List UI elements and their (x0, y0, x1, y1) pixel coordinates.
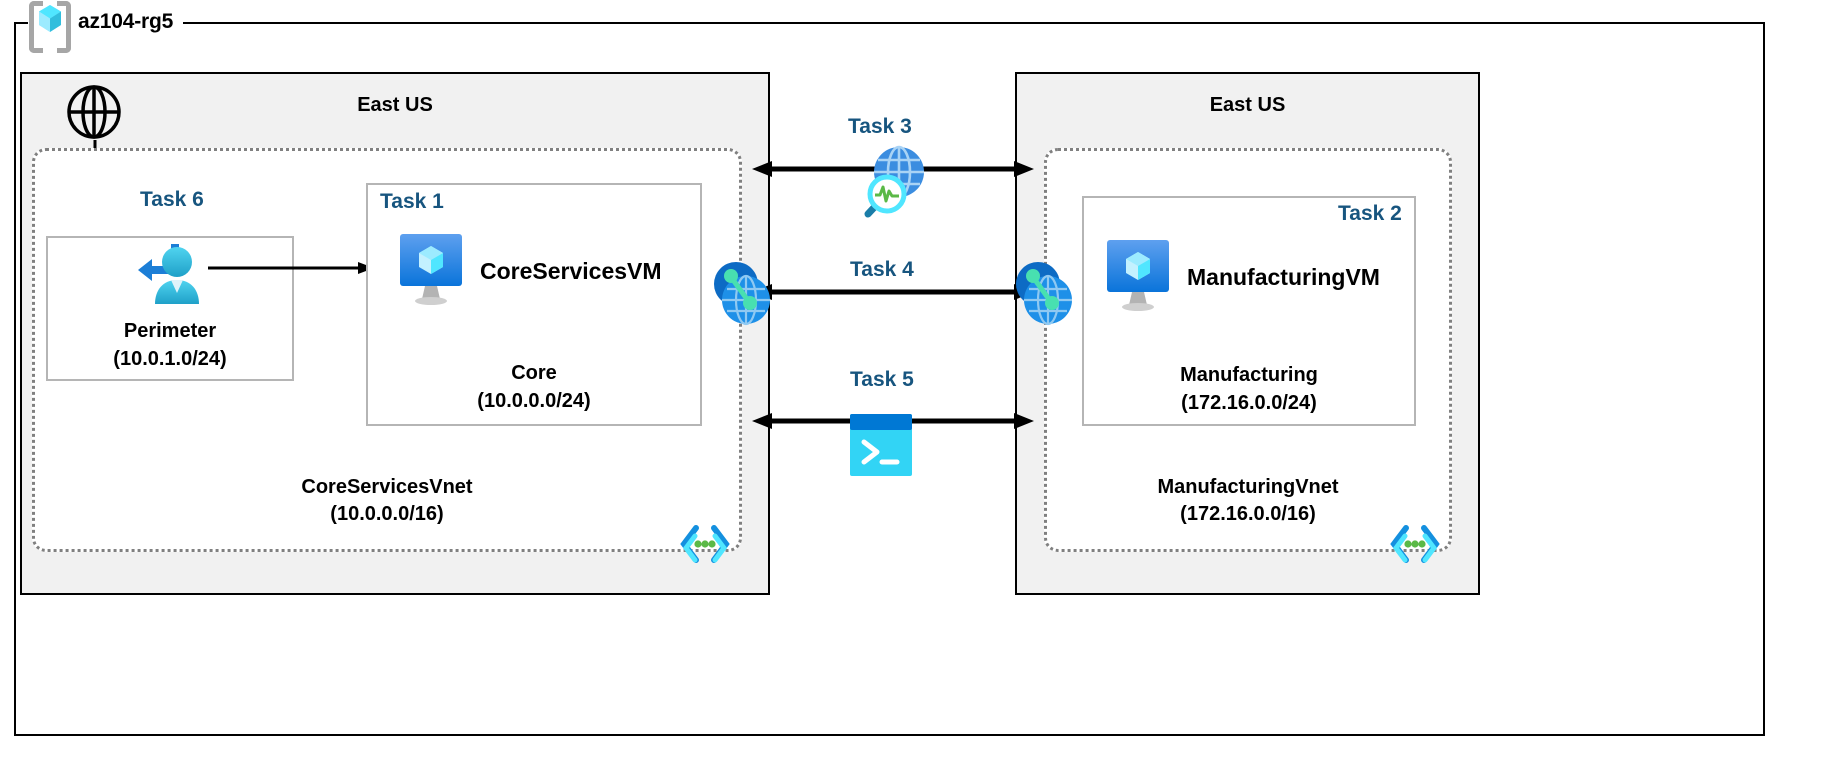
subnet-core-cidr: (10.0.0.0/24) (477, 389, 591, 412)
resource-group-icon (28, 0, 72, 53)
task-label-3: Task 3 (848, 115, 912, 138)
cloud-shell-icon (850, 414, 912, 476)
vm-manufacturing-name: ManufacturingVM (1187, 264, 1380, 290)
arrow-bastion-to-vm (208, 260, 374, 276)
task-label-5: Task 5 (850, 368, 914, 391)
vnet-manufacturing-caption: ManufacturingVnet (172.16.0.0/16) (1044, 474, 1452, 528)
resource-group-header: az104-rg5 (28, 0, 184, 53)
vnet-coreservices-caption: CoreServicesVnet (10.0.0.0/16) (32, 474, 742, 528)
subnet-core (366, 183, 702, 426)
task-label-1: Task 1 (380, 190, 444, 213)
subnet-core-name: Core (511, 362, 557, 384)
task-label-2: Task 2 (1338, 202, 1402, 225)
subnet-manufacturing-cidr: (172.16.0.0/24) (1181, 391, 1317, 414)
network-watcher-icon (855, 144, 927, 220)
bastion-icon (130, 240, 208, 314)
subnet-core-caption: Core (10.0.0.0/24) (366, 360, 702, 415)
virtual-network-icon (678, 524, 732, 564)
vm-coreservices-name: CoreServicesVM (480, 258, 662, 284)
virtual-machine-icon (1105, 238, 1171, 317)
task-label-6: Task 6 (140, 188, 204, 211)
resource-group-name: az104-rg5 (78, 10, 174, 33)
vnet-manufacturing-name: ManufacturingVnet (1157, 476, 1339, 498)
vm-coreservices: CoreServicesVM (398, 232, 662, 311)
virtual-network-icon (1388, 524, 1442, 564)
subnet-perimeter-cidr: (10.0.1.0/24) (113, 347, 227, 370)
vnet-peering-icon (1014, 258, 1076, 330)
vnet-coreservices-cidr: (10.0.0.0/16) (330, 503, 444, 525)
task-label-4: Task 4 (850, 258, 914, 281)
subnet-perimeter-caption: Perimeter (10.0.1.0/24) (46, 318, 294, 373)
subnet-manufacturing-name: Manufacturing (1180, 364, 1318, 386)
arrow-task4 (752, 283, 1034, 301)
internet-globe-icon (66, 84, 122, 140)
virtual-machine-icon (398, 232, 464, 311)
resource-group-frame (14, 22, 1765, 736)
vm-manufacturing: ManufacturingVM (1105, 238, 1380, 317)
vnet-manufacturing-cidr: (172.16.0.0/16) (1180, 503, 1316, 525)
vnet-peering-icon (712, 258, 774, 330)
region-label-right: East US (1209, 94, 1286, 116)
subnet-perimeter-name: Perimeter (123, 320, 217, 342)
subnet-manufacturing (1082, 196, 1416, 426)
vnet-coreservices-name: CoreServicesVnet (301, 476, 473, 498)
subnet-manufacturing-caption: Manufacturing (172.16.0.0/24) (1082, 362, 1416, 417)
region-label-left: East US (357, 94, 433, 116)
